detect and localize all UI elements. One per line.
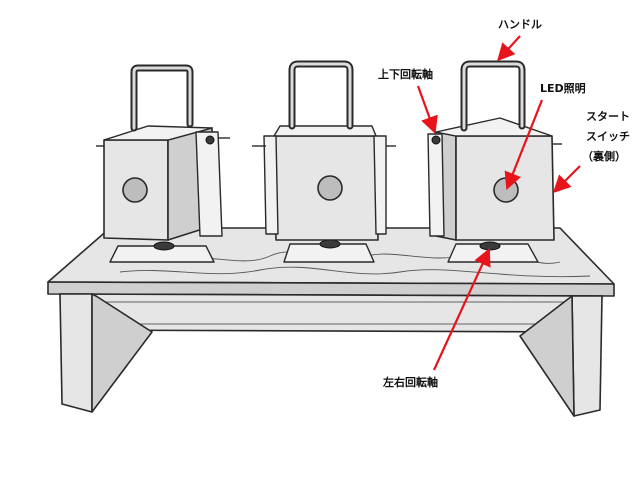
label-tilt-axis: 上下回転軸 [378,68,433,81]
led-window [493,177,519,203]
carry-handle [460,60,526,132]
cable-line [119,266,591,278]
callout-arrows [416,35,581,371]
tilt-bracket-right [373,135,387,235]
label-handle: ハンドル [498,18,542,31]
arrow-tilt-axis [416,85,438,135]
bench-left-leg-side [91,293,153,413]
pan-pivot-knob [153,241,175,251]
box-top [435,117,553,137]
arrow-start-switch [552,165,581,194]
label-start-switch-line2: スイッチ [586,130,630,143]
lamp-unit-middle [252,60,396,263]
tilt-bracket [427,133,445,237]
carry-handle-highlight [132,66,192,130]
bench-right-leg-side [519,295,575,417]
pan-pivot-knob [479,241,501,251]
label-start-switch-line3: （裏側） [582,150,626,163]
base-plate [447,243,539,263]
label-start-switch-line1: スタート [586,110,630,123]
base-plate [283,243,375,263]
arrow-led [504,99,544,191]
label-pan-axis: 左右回転軸 [383,376,438,389]
label-led: LED照明 [540,82,586,95]
led-window [122,177,148,203]
pan-pivot-knob [319,239,341,249]
tilt-bracket-left [263,135,279,235]
bench [47,227,615,417]
arrow-pan-axis [432,247,491,371]
led-window [317,175,343,201]
bench-right-leg [571,295,603,417]
carry-handle [130,64,194,132]
tilt-axis-knob [431,135,441,145]
tilt-bracket [195,131,223,237]
arrow-handle [497,35,521,62]
carry-handle-highlight [462,62,524,130]
base-plate [109,245,215,263]
carry-handle-highlight [290,62,352,128]
lamp-unit-left [96,64,230,263]
carry-handle [288,60,354,130]
bench-left-leg [59,293,93,413]
tilt-axis-knob [205,135,215,145]
